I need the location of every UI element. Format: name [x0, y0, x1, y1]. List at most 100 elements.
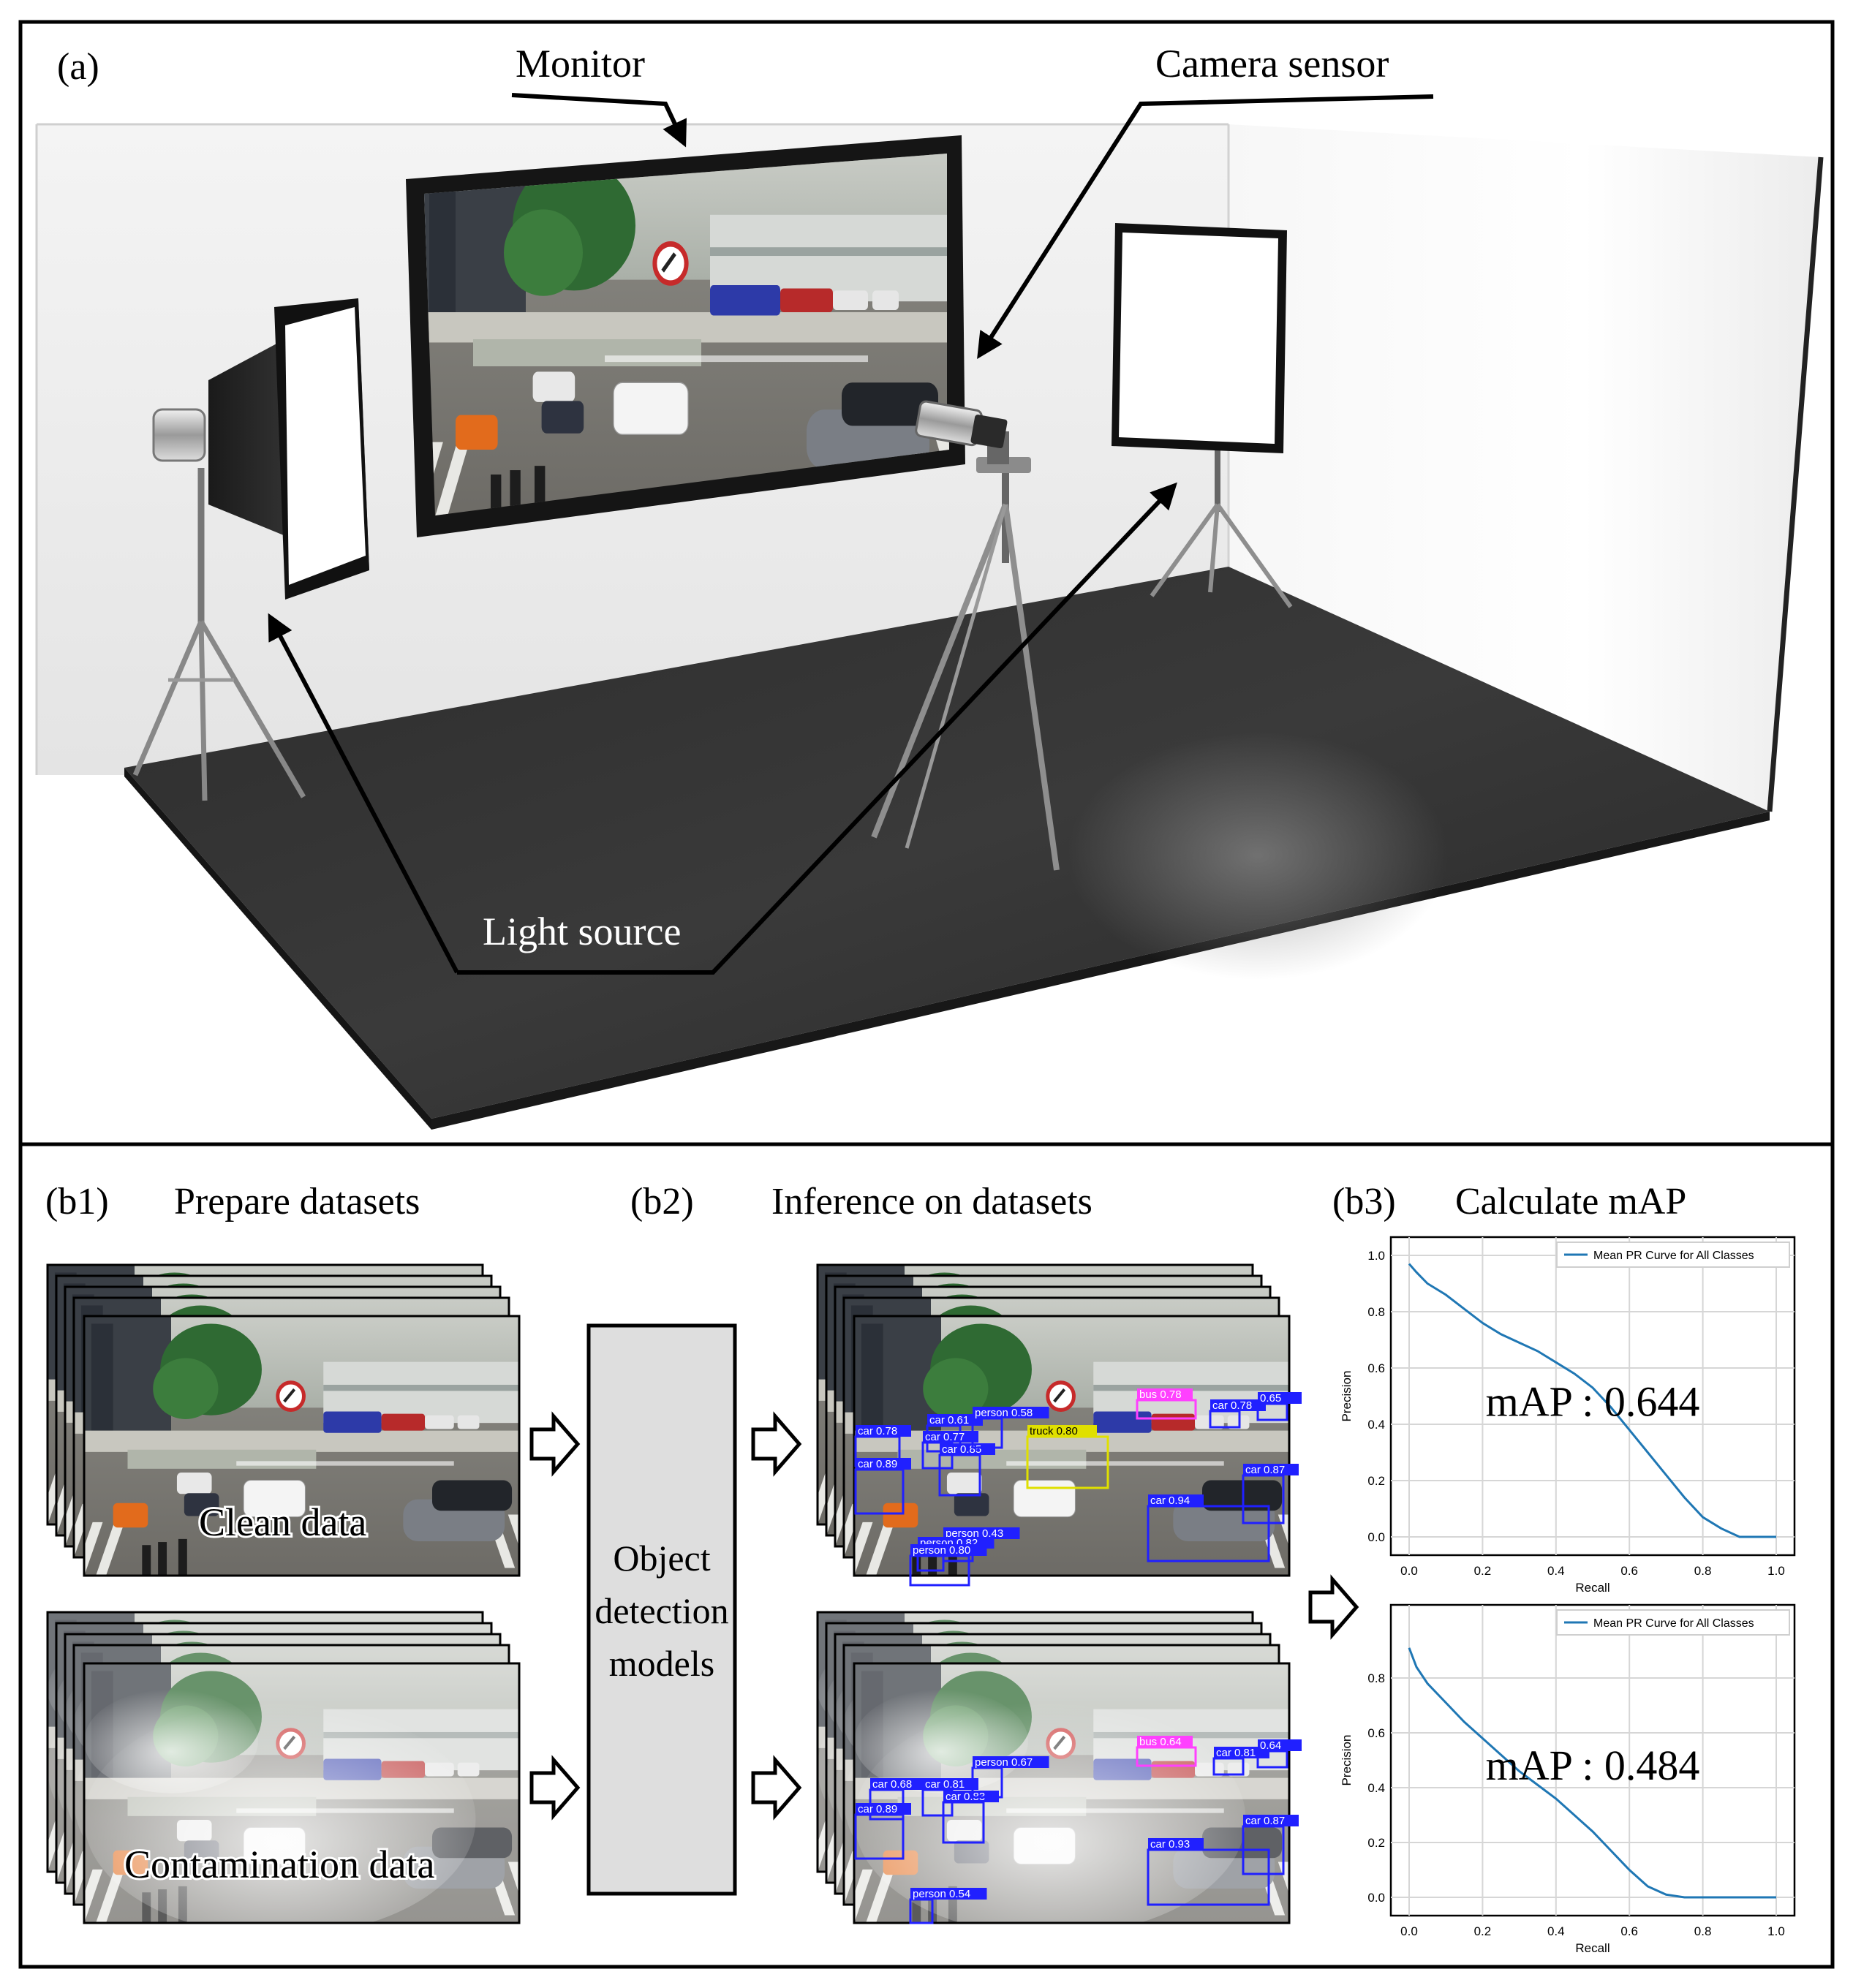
- detection-label-bg: [943, 1791, 999, 1802]
- y-tick-label: 0.2: [1367, 1836, 1385, 1850]
- detection-label-bg: [923, 1778, 978, 1790]
- detection-label: car 0.77: [925, 1431, 965, 1443]
- panel-b2-label: (b2): [630, 1181, 694, 1222]
- legend-label: Mean PR Curve for All Classes: [1593, 1617, 1754, 1630]
- detection-label: car 0.68: [872, 1778, 912, 1791]
- x-tick-label: 0.6: [1620, 1564, 1638, 1578]
- light-source-arrow-left: [268, 613, 459, 974]
- light-source-right: [1112, 223, 1293, 608]
- camera-sensor-callout: Camera sensor: [1155, 42, 1389, 86]
- panel-b1-label: (b1): [45, 1181, 109, 1222]
- contaminated-data-label: Contamination data: [124, 1843, 434, 1886]
- detection-label: person 0.80: [913, 1544, 970, 1557]
- x-tick-label: 0.0: [1400, 1564, 1418, 1578]
- detection-label: car 0.93: [1150, 1838, 1190, 1851]
- detection-label-bg: [1148, 1838, 1204, 1850]
- panel-a-label: (a): [57, 46, 99, 88]
- arrow-model-to-clean: [751, 1411, 802, 1477]
- detection-label-bg: [940, 1443, 995, 1455]
- detection-label-bg: [1258, 1392, 1302, 1404]
- map-annotation: mAP : 0.484: [1486, 1742, 1700, 1789]
- x-tick-label: 0.8: [1694, 1564, 1712, 1578]
- camera-sensor-arrow: [977, 94, 1434, 360]
- x-axis-label: Recall: [1575, 1941, 1609, 1955]
- detection-label-bg: [1137, 1736, 1193, 1747]
- clean-data-label: Clean data: [199, 1500, 366, 1544]
- plot-frame: [1389, 1236, 1796, 1557]
- clean-data-stack: [46, 1263, 521, 1577]
- detection-label-bg: [910, 1544, 987, 1556]
- x-tick-label: 1.0: [1767, 1924, 1785, 1938]
- plot-frame: [1389, 1603, 1796, 1917]
- object-detection-models-box: [586, 1323, 737, 1896]
- detection-label: car 0.85: [942, 1443, 981, 1456]
- y-tick-label: 0.8: [1367, 1671, 1385, 1685]
- detection-label: car 0.89: [858, 1803, 897, 1815]
- y-tick-label: 0.4: [1367, 1418, 1385, 1432]
- x-tick-label: 0.0: [1400, 1924, 1418, 1938]
- legend-box: [1556, 1609, 1790, 1636]
- y-axis-label: Precision: [1340, 1371, 1354, 1422]
- detection-label: car 0.87: [1245, 1815, 1285, 1827]
- detection-label: person 0.58: [975, 1407, 1033, 1419]
- light-source-callout: Light source: [483, 910, 681, 953]
- panel-b2-title: Inference on datasets: [771, 1181, 1092, 1222]
- y-tick-label: 0.6: [1367, 1361, 1385, 1375]
- detection-label-bg: [870, 1778, 926, 1790]
- detection-label: car 0.94: [1150, 1494, 1190, 1507]
- detection-box: [1147, 1848, 1270, 1906]
- detection-label: car 0.81: [925, 1778, 965, 1791]
- x-tick-label: 1.0: [1767, 1564, 1785, 1578]
- panel-b3-label: (b3): [1332, 1181, 1396, 1222]
- detection-label: bus 0.64: [1139, 1736, 1182, 1748]
- x-tick-label: 0.4: [1547, 1564, 1565, 1578]
- model-box-line-1: Object: [613, 1538, 710, 1579]
- x-tick-label: 0.8: [1694, 1924, 1712, 1938]
- detection-label: car 0.78: [858, 1425, 897, 1437]
- light-source-left: [132, 298, 369, 801]
- detection-label: bus 0.78: [1139, 1388, 1182, 1401]
- detection-label: car 0.89: [858, 1458, 897, 1470]
- detection-label-bg: [1214, 1747, 1269, 1758]
- detection-label-bg: [927, 1414, 983, 1426]
- detection-label: truck 0.80: [1030, 1425, 1078, 1437]
- detection-label-bg: [923, 1431, 978, 1443]
- x-tick-label: 0.2: [1474, 1564, 1492, 1578]
- detection-label: 0.65: [1260, 1392, 1281, 1405]
- y-tick-label: 0.8: [1367, 1305, 1385, 1319]
- arrow-model-to-cont: [751, 1755, 802, 1821]
- x-tick-label: 0.2: [1474, 1924, 1492, 1938]
- contaminated-inference-image-frame: [854, 1663, 1289, 1923]
- legend-label: Mean PR Curve for All Classes: [1593, 1250, 1754, 1262]
- pr-curve: [1408, 1647, 1776, 1899]
- detection-label-bg: [856, 1425, 911, 1437]
- y-tick-label: 0.2: [1367, 1474, 1385, 1488]
- detection-label-bg: [1210, 1399, 1266, 1411]
- y-tick-label: 0.6: [1367, 1726, 1385, 1740]
- detection-label: car 0.87: [1245, 1464, 1285, 1476]
- legend-box: [1556, 1241, 1790, 1268]
- floor: [124, 567, 1770, 1119]
- detection-label-bg: [1243, 1464, 1299, 1475]
- detection-label-bg: [973, 1756, 1049, 1768]
- detection-label-bg: [1027, 1425, 1097, 1437]
- detection-label: car 0.61: [929, 1414, 969, 1426]
- x-axis-label: Recall: [1575, 1581, 1609, 1595]
- contaminated-image-frame: [84, 1663, 519, 1923]
- camera-sensor: [915, 400, 1008, 449]
- monitor-callout: Monitor: [516, 42, 645, 86]
- arrow-to-map: [1308, 1574, 1359, 1640]
- model-box-line-2: detection: [595, 1590, 728, 1631]
- monitor-arrow: [511, 93, 687, 148]
- detection-label-bg: [910, 1888, 987, 1900]
- detection-label: 0.64: [1260, 1739, 1281, 1752]
- arrow-clean-to-model: [529, 1411, 581, 1477]
- y-tick-label: 0.0: [1367, 1891, 1385, 1905]
- clean-inference-image-frame: [779, 1316, 1329, 1576]
- contaminated-data-stack: [46, 1611, 521, 1924]
- arrow-cont-to-model: [529, 1755, 581, 1821]
